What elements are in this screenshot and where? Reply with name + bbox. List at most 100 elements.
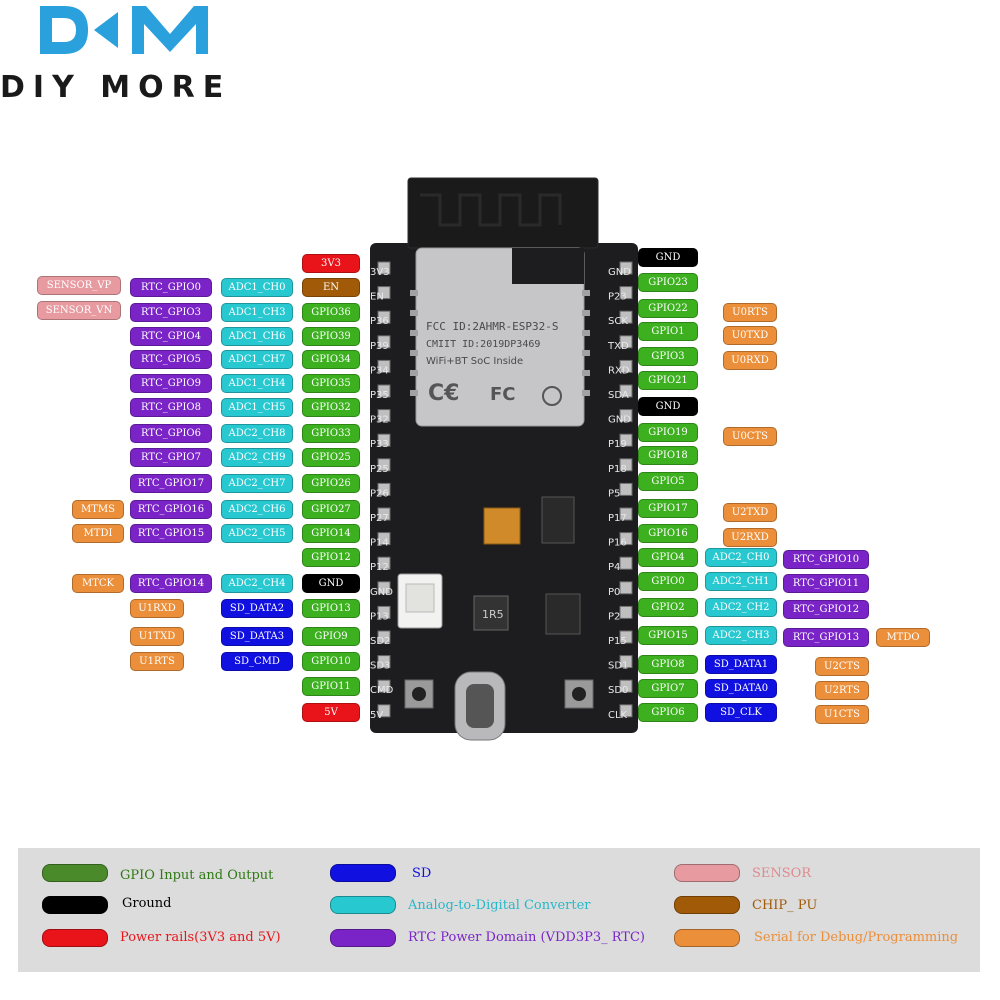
pin-label-rtc-gpio7: RTC_GPIO7: [130, 448, 212, 467]
fcc-text: FCC ID:2AHMR-ESP32-S: [426, 320, 558, 333]
silk-label-right: P16: [608, 538, 627, 549]
pin-label-gpio27: GPIO27: [302, 500, 360, 519]
pin-label-adc1-ch7: ADC1_CH7: [221, 350, 293, 369]
header-pin: [619, 655, 633, 669]
pin-label-rtc-gpio4: RTC_GPIO4: [130, 327, 212, 346]
legend-label-adc: Analog-to-Digital Converter: [408, 898, 591, 913]
pin-label-u2txd: U2TXD: [723, 503, 777, 522]
legend-swatch-adc: [330, 896, 396, 914]
pin-label-u0txd: U0TXD: [723, 326, 777, 345]
pin-label-adc2-ch9: ADC2_CH9: [221, 448, 293, 467]
header-pin: [377, 458, 391, 472]
pin-label-adc2-ch3: ADC2_CH3: [705, 626, 777, 645]
usb-uart-chip: [545, 593, 581, 635]
pin-label-rtc-gpio0: RTC_GPIO0: [130, 278, 212, 297]
silk-label-right: TXD: [607, 341, 629, 352]
pin-label-rtc-gpio17: RTC_GPIO17: [130, 474, 212, 493]
silk-label-left: P26: [370, 488, 389, 499]
pin-label-gpio8: GPIO8: [638, 655, 698, 674]
header-pin: [377, 335, 391, 349]
pin-label-adc2-ch6: ADC2_CH6: [221, 500, 293, 519]
legend-swatch-ground: [42, 896, 108, 914]
pin-label-adc1-ch4: ADC1_CH4: [221, 374, 293, 393]
pin-label-gpio5: GPIO5: [638, 472, 698, 491]
header-pin: [377, 532, 391, 546]
pin-label-u0rxd: U0RXD: [723, 351, 777, 370]
legend-swatch-sd: [330, 864, 396, 882]
header-pin: [377, 359, 391, 373]
silk-label-right: P0: [608, 587, 620, 598]
pin-label-gpio15: GPIO15: [638, 626, 698, 645]
pin-label-gpio11: GPIO11: [302, 677, 360, 696]
header-pin: [377, 630, 391, 644]
ce-mark-icon: C€: [428, 381, 459, 406]
header-pin: [619, 507, 633, 521]
pin-label-gpio22: GPIO22: [638, 299, 698, 318]
silk-label-left: P25: [370, 464, 389, 475]
header-pin: [377, 581, 391, 595]
pin-label-rtc-gpio5: RTC_GPIO5: [130, 350, 212, 369]
pin-label-sd-clk: SD_CLK: [705, 703, 777, 722]
header-pin: [377, 261, 391, 275]
pin-label-adc1-ch0: ADC1_CH0: [221, 278, 293, 297]
pin-label-adc2-ch8: ADC2_CH8: [221, 424, 293, 443]
pin-label-gpio25: GPIO25: [302, 448, 360, 467]
header-pin: [619, 433, 633, 447]
pin-label-3v3: 3V3: [302, 254, 360, 273]
silk-label-left: GND: [370, 587, 393, 598]
pin-label-5v: 5V: [302, 703, 360, 722]
header-pin: [619, 286, 633, 300]
silk-label-left: P33: [370, 439, 389, 450]
pin-label-en: EN: [302, 278, 360, 297]
legend-label-ground: Ground: [122, 896, 172, 911]
fcc-mark-icon: FC: [490, 384, 516, 405]
header-pin: [619, 409, 633, 423]
pin-label-u1txd: U1TXD: [130, 627, 184, 646]
header-pin: [619, 310, 633, 324]
pin-label-adc1-ch6: ADC1_CH6: [221, 327, 293, 346]
pin-label-u1rts: U1RTS: [130, 652, 184, 671]
regulator-chip: [541, 496, 575, 544]
header-pin: [619, 630, 633, 644]
wifi-alliance-icon: [542, 386, 562, 406]
pin-label-rtc-gpio16: RTC_GPIO16: [130, 500, 212, 519]
silk-label-left: P35: [370, 390, 389, 401]
pin-label-gpio32: GPIO32: [302, 398, 360, 417]
legend-label-rtc: RTC Power Domain (VDD3P3_ RTC): [408, 930, 645, 945]
header-pin: [619, 359, 633, 373]
silk-label-right: CLK: [608, 710, 628, 721]
pin-label-u2rts: U2RTS: [815, 681, 869, 700]
pin-label-gpio33: GPIO33: [302, 424, 360, 443]
pin-label-gpio9: GPIO9: [302, 627, 360, 646]
pin-label-rtc-gpio13: RTC_GPIO13: [783, 628, 869, 647]
silk-label-left: SD3: [370, 661, 390, 672]
pin-label-adc2-ch0: ADC2_CH0: [705, 548, 777, 567]
tantalum-capacitor: [483, 507, 521, 545]
header-pin: [377, 655, 391, 669]
pin-label-adc1-ch3: ADC1_CH3: [221, 303, 293, 322]
silk-label-left: P36: [370, 316, 389, 327]
pin-label-sd-data2: SD_DATA2: [221, 599, 293, 618]
header-pin: [377, 310, 391, 324]
pin-label-sd-cmd: SD_CMD: [221, 652, 293, 671]
pin-label-rtc-gpio12: RTC_GPIO12: [783, 600, 869, 619]
pin-label-adc2-ch5: ADC2_CH5: [221, 524, 293, 543]
legend-label-serial: Serial for Debug/Programming: [754, 930, 959, 945]
legend-swatch-serial: [674, 929, 740, 947]
silk-label-left: P32: [370, 415, 389, 426]
pin-label-gpio19: GPIO19: [638, 423, 698, 442]
antenna-area: [407, 177, 599, 249]
pin-label-gpio12: GPIO12: [302, 548, 360, 567]
pin-label-gpio13: GPIO13: [302, 599, 360, 618]
silk-label-right: P19: [608, 439, 627, 450]
pin-label-mtms: MTMS: [72, 500, 124, 519]
silk-label-right: P18: [608, 464, 627, 475]
silk-label-right: P2: [608, 611, 620, 622]
silk-label-left: P39: [370, 341, 389, 352]
header-pin: [377, 433, 391, 447]
legend-label-power: Power rails(3V3 and 5V): [120, 930, 281, 945]
silk-label-left: P34: [370, 365, 389, 376]
module-shield: [415, 247, 585, 427]
silk-label-left: CMD: [370, 685, 394, 696]
